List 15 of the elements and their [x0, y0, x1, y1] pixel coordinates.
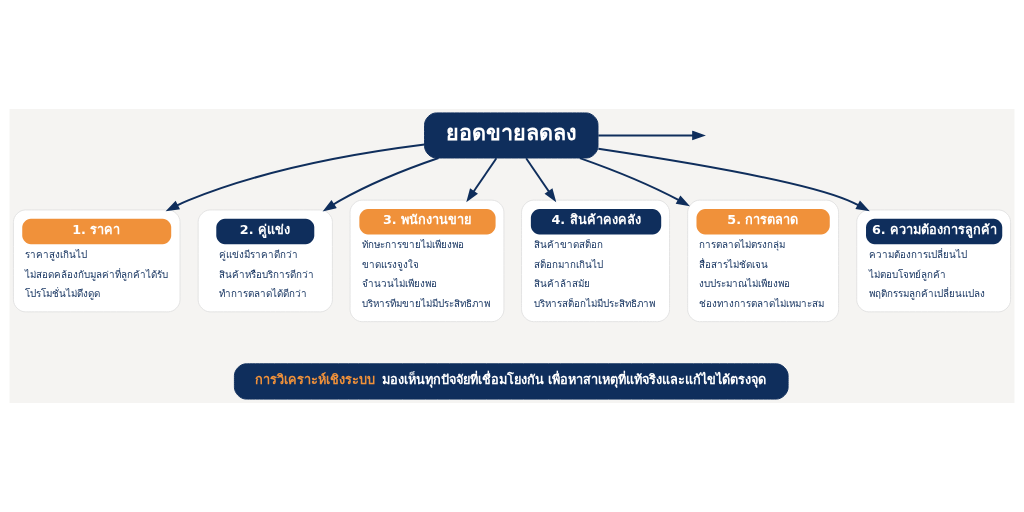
arrow — [322, 157, 440, 212]
node-box: 5. การตลาด การตลาดไม่ตรงกลุ่ม สื่อสารไม่ชัดเจน งบประมาณไม่เพียงพอ ช่องทางการตลาดไม่เหมาะสม — [687, 199, 840, 323]
arrow — [578, 157, 690, 207]
arrow — [525, 157, 557, 203]
node-box: 6. ความต้องการลูกค้า ความต้องการเปลี่ยนไป ไม่ตอบโจทย์ลูกค้า พฤติกรรมลูกค้าเปลี่ยนแปลง — [856, 209, 1012, 313]
node-box: 1. ราคา ราคาสูงเกินไป ไม่สอดคล้องกับมูลค่าที่ลูกค้าได้รับ โปรโมชั่นไม่ดึงดูด — [12, 209, 181, 313]
arrow — [597, 130, 706, 141]
node-box: ยอดขายลดลง — [424, 112, 599, 159]
arrow — [165, 143, 426, 212]
arrow — [597, 147, 870, 212]
node-box: การวิเคราะห์เชิงระบบ มองเห็นทุกปัจจัยที่เชื่อมโยงกัน เพื่อหาสาเหตุที่แท้จริงและแก้ไขได้ตรงจุด — [233, 363, 789, 400]
node-box: 2. คู่แข่ง คู่แข่งมีราคาดีกว่า สินค้าหรือบริการดีกว่า ทำการตลาดได้ดีกว่า — [197, 209, 333, 313]
node-box: 3. พนักงานขาย ทักษะการขายไม่เพียงพอ ขาดแรงจูงใจ จำนวนไม่เพียงพอ บริหารทีมขายไม่มีประสิทธิภาพ — [349, 199, 505, 323]
arrow — [466, 157, 498, 203]
node-box: 4. สินค้าคงคลัง สินค้าขาดสต็อก สต็อกมากเกินไป สินค้าล้าสมัย บริหารสต็อกไม่มีประสิทธิภาพ — [521, 199, 671, 323]
